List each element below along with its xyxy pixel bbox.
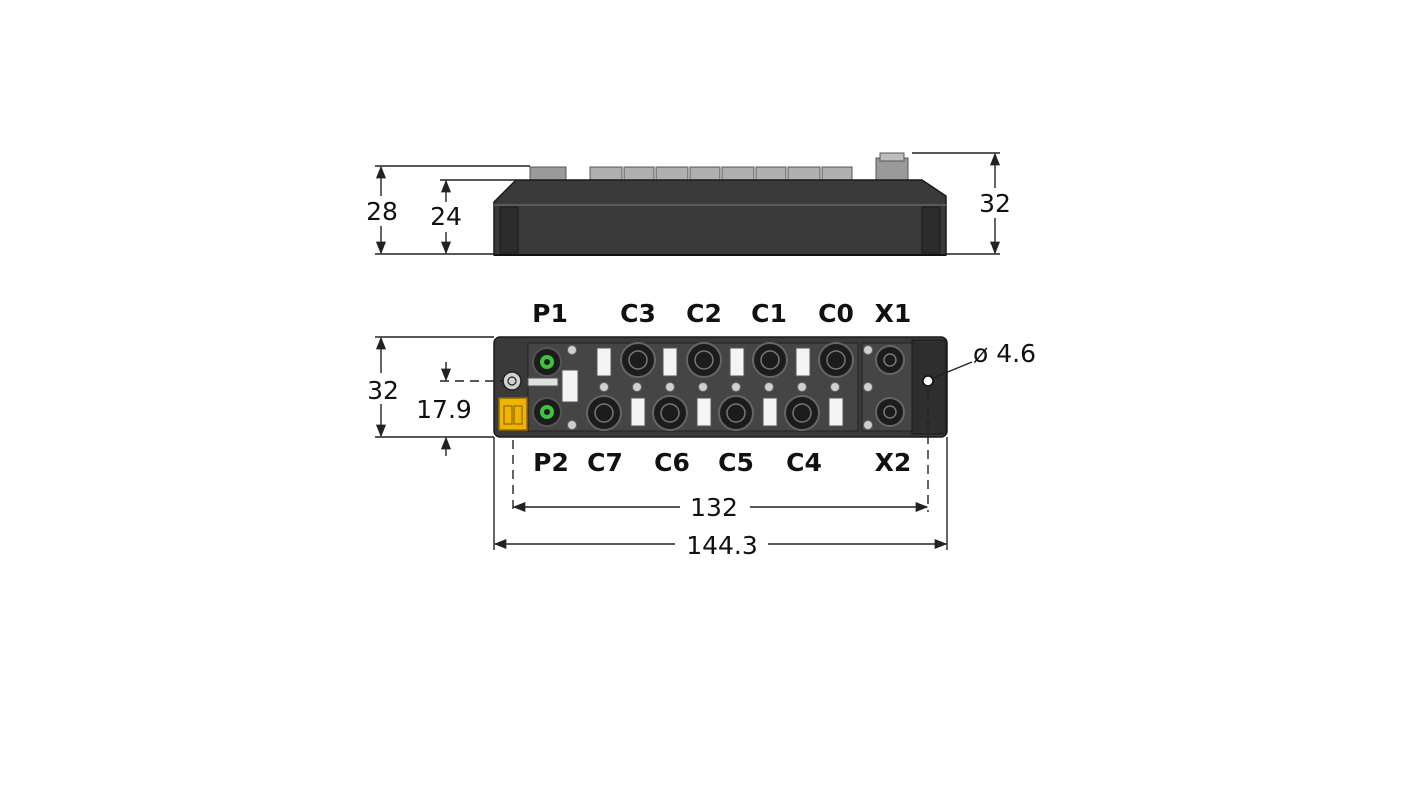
top-view: P1 C3 C2 C1 C0 X1 P2 C7 C6 C5 C4 X2 32 1… (367, 299, 1036, 560)
ethernet-connector-p2 (532, 397, 562, 427)
label-windows (596, 347, 844, 427)
port-label-c2: C2 (686, 299, 722, 328)
dim-height-total: 28 (366, 197, 398, 226)
status-leds (567, 345, 873, 430)
port-label-c4: C4 (786, 448, 822, 477)
power-connector (498, 397, 528, 431)
side-connectors-c (589, 166, 853, 183)
port-label-x1: X1 (875, 299, 912, 328)
side-view: 28 24 32 (366, 152, 1011, 256)
ground-screw-icon (502, 371, 522, 391)
port-label-x2: X2 (875, 448, 912, 477)
dim-depth: 32 (367, 376, 399, 405)
m12-connectors-bottom (586, 395, 820, 431)
port-label-p2: P2 (533, 448, 569, 477)
ethernet-connector-p1 (532, 347, 562, 377)
port-labels-top: P1 C3 C2 C1 C0 X1 (532, 299, 911, 328)
side-housing (493, 179, 947, 256)
dim-connector-offset: 17.9 (416, 395, 472, 424)
port-label-c3: C3 (620, 299, 656, 328)
m8-connectors-x (875, 345, 905, 427)
side-connector-x (875, 152, 909, 183)
dim-height-connector: 32 (979, 189, 1011, 218)
dim-height-body: 24 (430, 202, 462, 231)
port-label-p1: P1 (532, 299, 568, 328)
port-label-c0: C0 (818, 299, 854, 328)
port-label-c5: C5 (718, 448, 754, 477)
port-label-c7: C7 (587, 448, 623, 477)
port-labels-bottom: P2 C7 C6 C5 C4 X2 (533, 448, 911, 477)
dim-hole-diameter: ø 4.6 (973, 339, 1036, 368)
port-label-c6: C6 (654, 448, 690, 477)
m12-connectors-top (620, 342, 854, 378)
dim-hole-spacing: 132 (690, 493, 738, 522)
mounting-hole (922, 375, 934, 387)
dim-overall-length: 144.3 (686, 531, 758, 560)
port-label-c1: C1 (751, 299, 787, 328)
